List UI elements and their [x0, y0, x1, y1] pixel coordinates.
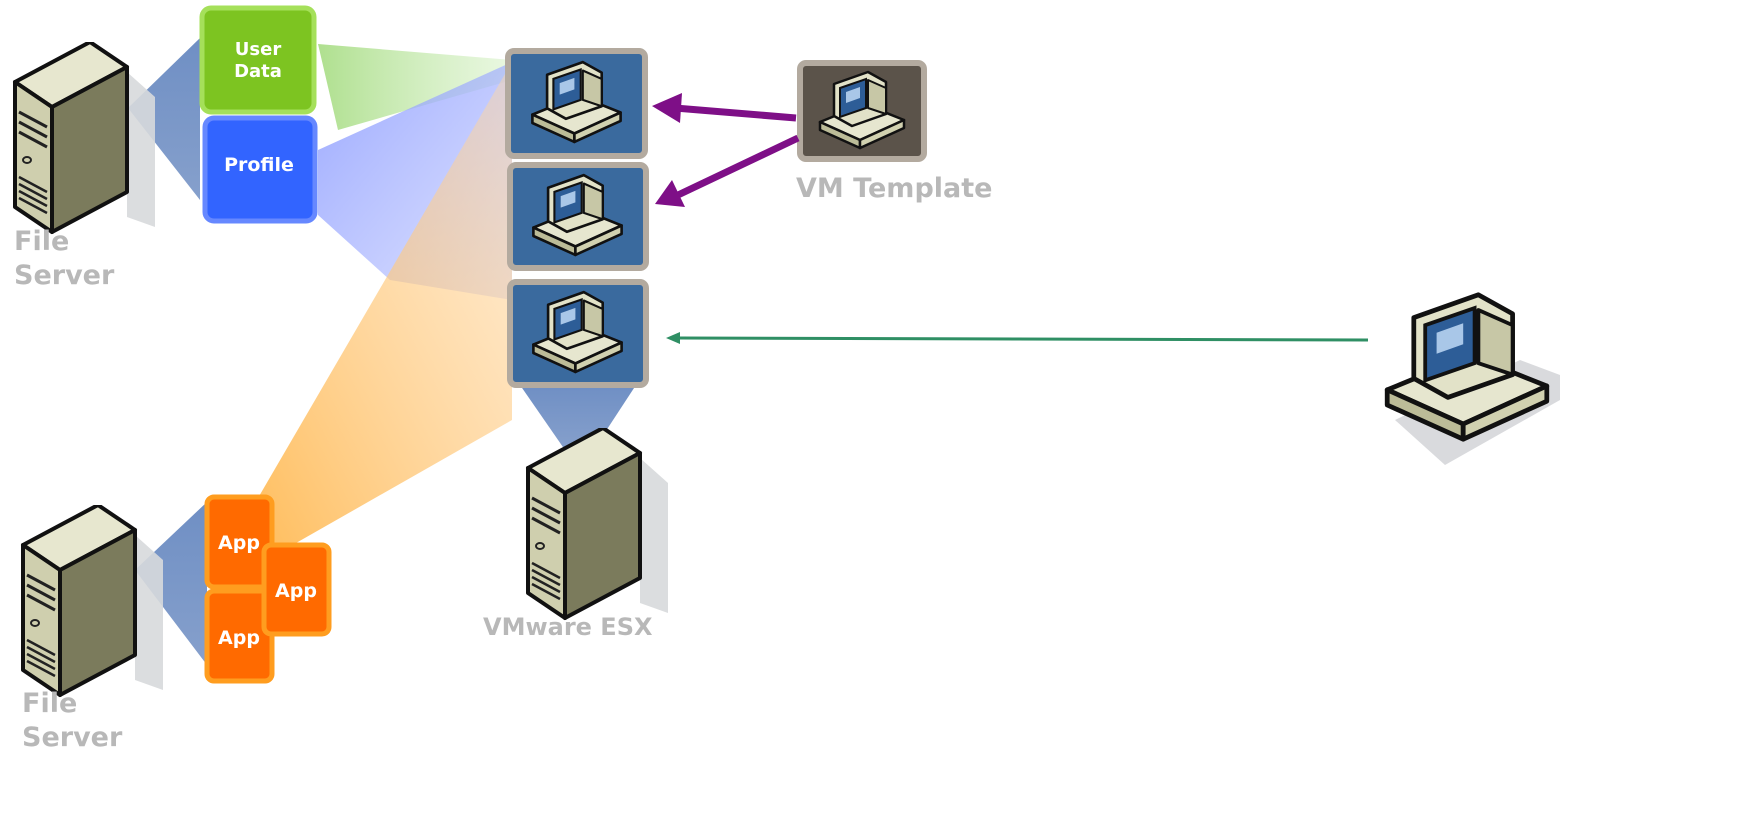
app-tile-2: App: [261, 542, 332, 637]
app-label-2: App: [275, 580, 317, 602]
profile-tile: Profile: [202, 115, 318, 224]
arrow-template-to-vm1: [674, 104, 797, 122]
user-data-label-2: Data: [234, 61, 282, 82]
vm-tile-1: [505, 48, 648, 159]
beam-fileserver2-to-apps: [135, 502, 207, 665]
user-data-tile: User Data: [199, 5, 317, 115]
file-server-top-label-1: File: [14, 226, 69, 257]
user-data-label-1: User: [235, 39, 282, 60]
template-arrows: [652, 93, 800, 207]
vmware-esx-host: VMware ESX: [483, 428, 668, 641]
server-tower-icon: [13, 42, 155, 234]
vmware-esx-label: VMware ESX: [483, 613, 653, 641]
arrowhead-client: [666, 332, 680, 344]
connection-beams: [128, 38, 636, 665]
app-label-1: App: [218, 532, 260, 554]
file-server-bottom: File Server: [21, 505, 163, 753]
vm-template: VM Template: [796, 60, 992, 204]
arrow-template-to-vm2: [676, 134, 800, 199]
app-label-3: App: [218, 627, 260, 649]
server-tower-icon: [526, 428, 668, 620]
beam-userdata-to-vm: [318, 44, 512, 130]
beam-fileserver1-to-tiles: [128, 38, 200, 200]
arrowhead-vm2: [655, 180, 685, 207]
vm-tile-2: [507, 162, 649, 271]
profile-label: Profile: [224, 154, 294, 176]
beam-vm-to-esx: [520, 385, 636, 450]
file-server-top-label-2: Server: [14, 260, 115, 291]
client-computer: [1387, 295, 1560, 465]
file-server-top: File Server: [13, 42, 155, 291]
app-tile-3: App: [204, 588, 275, 684]
client-connection-arrow: [666, 332, 1369, 344]
vm-tile-3: [507, 279, 649, 388]
file-server-bottom-label-2: Server: [22, 722, 123, 753]
arrowhead-vm1: [652, 93, 682, 123]
beam-apps-to-vm: [258, 62, 512, 555]
app-tile-1: App: [204, 494, 275, 590]
file-server-bottom-label-1: File: [22, 688, 77, 719]
server-tower-icon: [21, 505, 163, 697]
vm-template-label: VM Template: [796, 173, 992, 204]
